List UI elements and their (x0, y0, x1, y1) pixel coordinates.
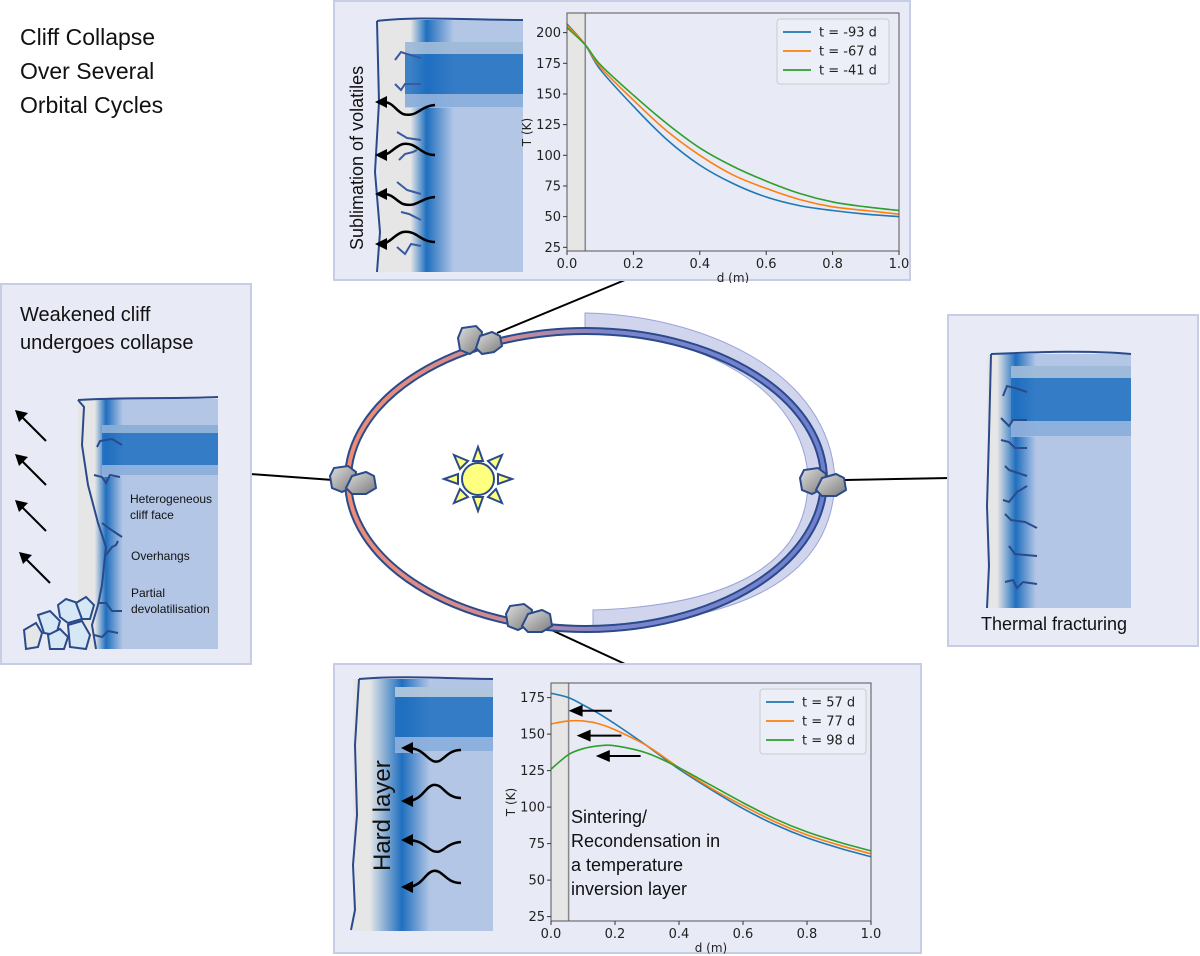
series-line-2 (566, 24, 900, 215)
shaded-region (567, 13, 586, 251)
panel-thermal-fracturing: Thermal fracturing (947, 314, 1199, 647)
comet-nucleus-icon-top (456, 324, 504, 356)
x-tick-label: 0.6 (756, 257, 777, 272)
temperature-chart-bottom: 0.0 0.2 0.4 0.6 0.8 1.0 25 50 75 100 125 150 175 d (m… (504, 682, 882, 955)
y-tick-label: 75 (528, 837, 545, 852)
cliff-illustration-bottom (350, 676, 494, 931)
y-tick-label: 125 (520, 764, 545, 779)
x-tick-label: 1.0 (861, 927, 882, 942)
cold-zone-band (584, 312, 836, 628)
connector-line-right (844, 477, 951, 481)
panel-sublimation: Sublimation of volatiles 0.0 0.2 0.4 0.6 0.8… (333, 0, 911, 283)
plot-frame (566, 12, 900, 252)
x-tick-label: 1.0 (889, 257, 910, 272)
plot-frame (550, 682, 872, 922)
panel-collapse: Weakened cliff undergoes collapse (0, 283, 252, 665)
y-tick-label: 175 (520, 691, 545, 706)
label-heterogeneous: Heterogeneous cliff face (130, 492, 213, 522)
y-tick-label: 25 (528, 910, 545, 925)
y-tick-label: 125 (536, 118, 561, 133)
label-overhangs: Overhangs (131, 549, 190, 563)
y-tick-label: 75 (544, 179, 561, 194)
cliff-illustration-left (15, 396, 219, 651)
y-tick-label: 150 (520, 728, 545, 743)
inversion-arrow-head-3 (595, 750, 610, 763)
x-axis-label: d (m) (695, 941, 727, 955)
connector-line-left (249, 473, 334, 481)
x-tick-label: 0.4 (669, 927, 690, 942)
orbit-path (346, 329, 826, 631)
x-tick-label: 0.4 (689, 257, 710, 272)
inversion-annotation: Sintering/ Recondensation in a temperatu… (571, 807, 721, 899)
cliff-illustration-right (985, 350, 1132, 609)
connector-line-bottom (544, 626, 626, 665)
legend-label-3: t = 98 d (802, 734, 855, 749)
diagram-title: Cliff Collapse Over Several Orbital Cycl… (20, 24, 164, 118)
legend-box (759, 688, 867, 755)
x-tick-label: 0.8 (822, 257, 843, 272)
legend-label-3: t = -41 d (819, 64, 877, 79)
series-line-3 (566, 27, 900, 212)
y-axis-label: T (K) (520, 118, 534, 147)
ejection-arrows (19, 414, 51, 584)
x-tick-label: 0.2 (605, 927, 626, 942)
y-tick-label: 50 (528, 874, 545, 889)
y-tick-label: 50 (544, 210, 561, 225)
y-tick-label: 150 (536, 87, 561, 102)
comet-nucleus-icon-left (328, 464, 378, 495)
temperature-chart-top: 0.0 0.2 0.4 0.6 0.8 1.0 25 50 75 100 125 150 175 200 d… (520, 12, 910, 283)
hard-layer-label: Hard layer (369, 760, 396, 871)
y-axis-label: T (K) (504, 788, 518, 817)
sun-icon (441, 444, 515, 514)
sublimation-label: Sublimation of volatiles (347, 65, 367, 250)
series-line-3 (550, 744, 872, 852)
sublimation-arrows (382, 100, 436, 246)
x-tick-label: 0.0 (557, 257, 578, 272)
inversion-arrow-head-1 (568, 704, 583, 717)
recondensation-arrows (408, 746, 462, 889)
x-tick-label: 0.6 (733, 927, 754, 942)
comet-nucleus-icon-bottom (504, 602, 554, 633)
y-tick-label: 25 (544, 241, 561, 256)
thermal-fracturing-caption: Thermal fracturing (981, 614, 1128, 634)
x-axis-label: d (m) (717, 271, 749, 283)
label-devolatilisation: Partial devolatilisation (131, 586, 210, 616)
comet-nucleus-icon-right (798, 466, 848, 497)
x-tick-label: 0.2 (623, 257, 644, 272)
connector-line-top (496, 279, 626, 334)
x-tick-label: 0.0 (541, 927, 562, 942)
legend-label-1: t = -93 d (819, 26, 877, 41)
cliff-illustration-top (373, 17, 524, 273)
y-tick-label: 100 (536, 149, 561, 164)
debris-rocks (22, 595, 96, 651)
panel-hard-layer: Hard layer 0.0 0.2 0.4 0.6 0.8 1.0 25 50 75 100 12… (333, 663, 922, 955)
y-tick-label: 100 (520, 801, 545, 816)
legend-box (776, 18, 890, 85)
legend-label-2: t = -67 d (819, 45, 877, 60)
series-line-1 (566, 23, 900, 218)
inversion-arrow-head-2 (576, 729, 591, 742)
shaded-region (551, 683, 569, 921)
series-line-1 (550, 692, 872, 858)
y-tick-label: 200 (536, 26, 561, 41)
legend-label-1: t = 57 d (802, 696, 855, 711)
legend-label-2: t = 77 d (802, 715, 855, 730)
x-tick-label: 0.8 (797, 927, 818, 942)
y-tick-label: 175 (536, 57, 561, 72)
collapse-title: Weakened cliff undergoes collapse (20, 304, 194, 354)
